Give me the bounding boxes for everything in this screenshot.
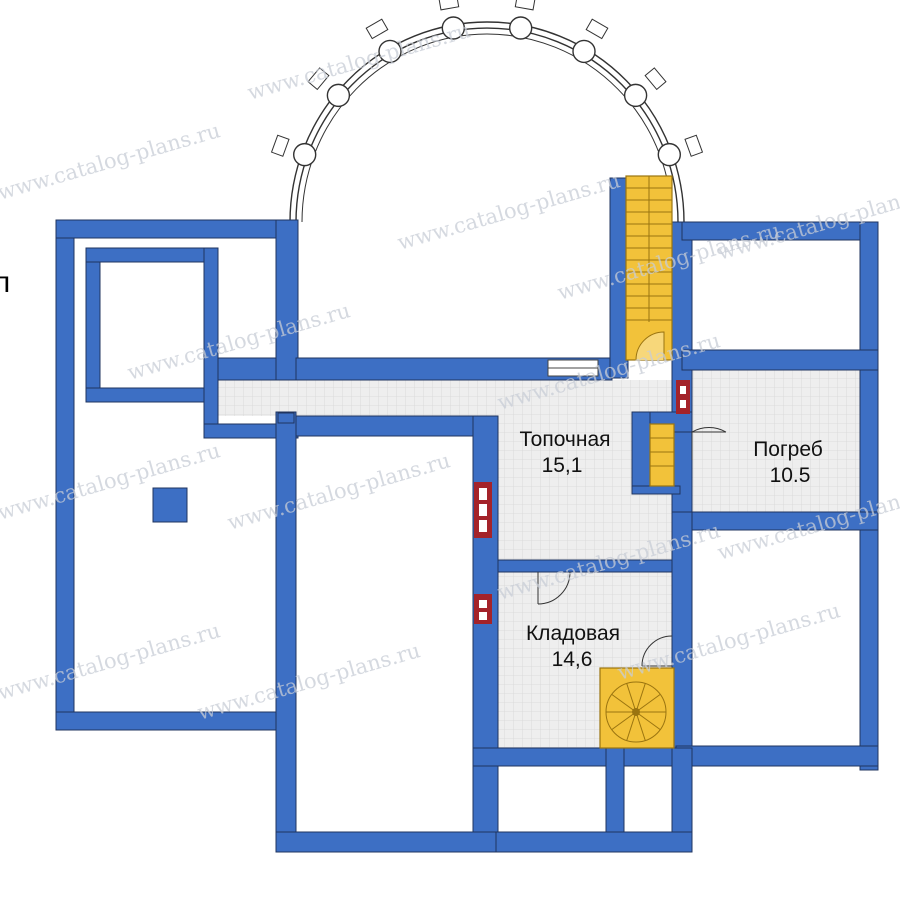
spiral-tread: [635, 683, 646, 713]
spiral-tread: [635, 693, 661, 713]
watermark-text: www.catalog-plans.ru: [0, 438, 223, 525]
column-7: [657, 142, 682, 167]
spiral-tread: [626, 683, 637, 713]
watermark-text: www.catalog-plans.ru: [0, 118, 223, 205]
room-area-cellar: 10.5: [770, 464, 811, 487]
spiral-tread: [626, 711, 637, 741]
column-cap-7: [684, 134, 704, 157]
spiral-tread: [611, 693, 637, 713]
column-cap-0: [270, 134, 290, 157]
spiral-tread: [635, 711, 646, 741]
column-cap-2: [365, 18, 389, 40]
column-cap-3: [438, 0, 460, 11]
room-area-pantry: 14,6: [552, 648, 593, 671]
watermark-text: www.catalog-plans.ru: [225, 448, 453, 535]
column-5: [572, 39, 596, 64]
room-name-boiler: Топочная: [519, 428, 610, 451]
room-cellar: Погреб 10.5: [753, 438, 823, 487]
column-cap-1: [307, 67, 330, 91]
bay-arc: [289, 21, 685, 223]
room-area-boiler: 15,1: [542, 454, 583, 477]
column-4: [508, 16, 533, 40]
edge-text-1: п: [0, 266, 10, 299]
column-1: [326, 83, 351, 108]
watermark-text: www.catalog-plans.ru: [245, 18, 473, 105]
watermark-text: www.catalog-plans.ru: [0, 618, 223, 705]
column-2: [378, 39, 402, 64]
small-stair: [649, 423, 675, 487]
column-6: [623, 83, 648, 108]
column-cap-4: [514, 0, 536, 11]
watermark-text: www.catalog-plans.ru: [395, 168, 623, 255]
column-3: [441, 16, 466, 40]
doors: [537, 426, 727, 667]
walls: [55, 177, 879, 853]
spiral-stair: [599, 667, 675, 749]
room-name-pantry: Кладовая: [526, 622, 620, 645]
column-0: [292, 142, 317, 167]
vent-blocks: [474, 380, 690, 624]
column-cap-6: [644, 67, 667, 91]
spiral-tread: [635, 711, 661, 731]
spiral-tread: [611, 711, 637, 731]
watermark-text: www.catalog-plans.ru: [195, 638, 423, 725]
column-cap-5: [585, 18, 609, 40]
room-name-cellar: Погреб: [753, 438, 823, 461]
bay-columns: [270, 0, 704, 167]
room-pantry: Кладовая 14,6: [526, 622, 620, 671]
openings: [277, 359, 599, 424]
room-boiler: Топочная 15,1: [519, 428, 610, 477]
straight-stair: [625, 175, 673, 361]
